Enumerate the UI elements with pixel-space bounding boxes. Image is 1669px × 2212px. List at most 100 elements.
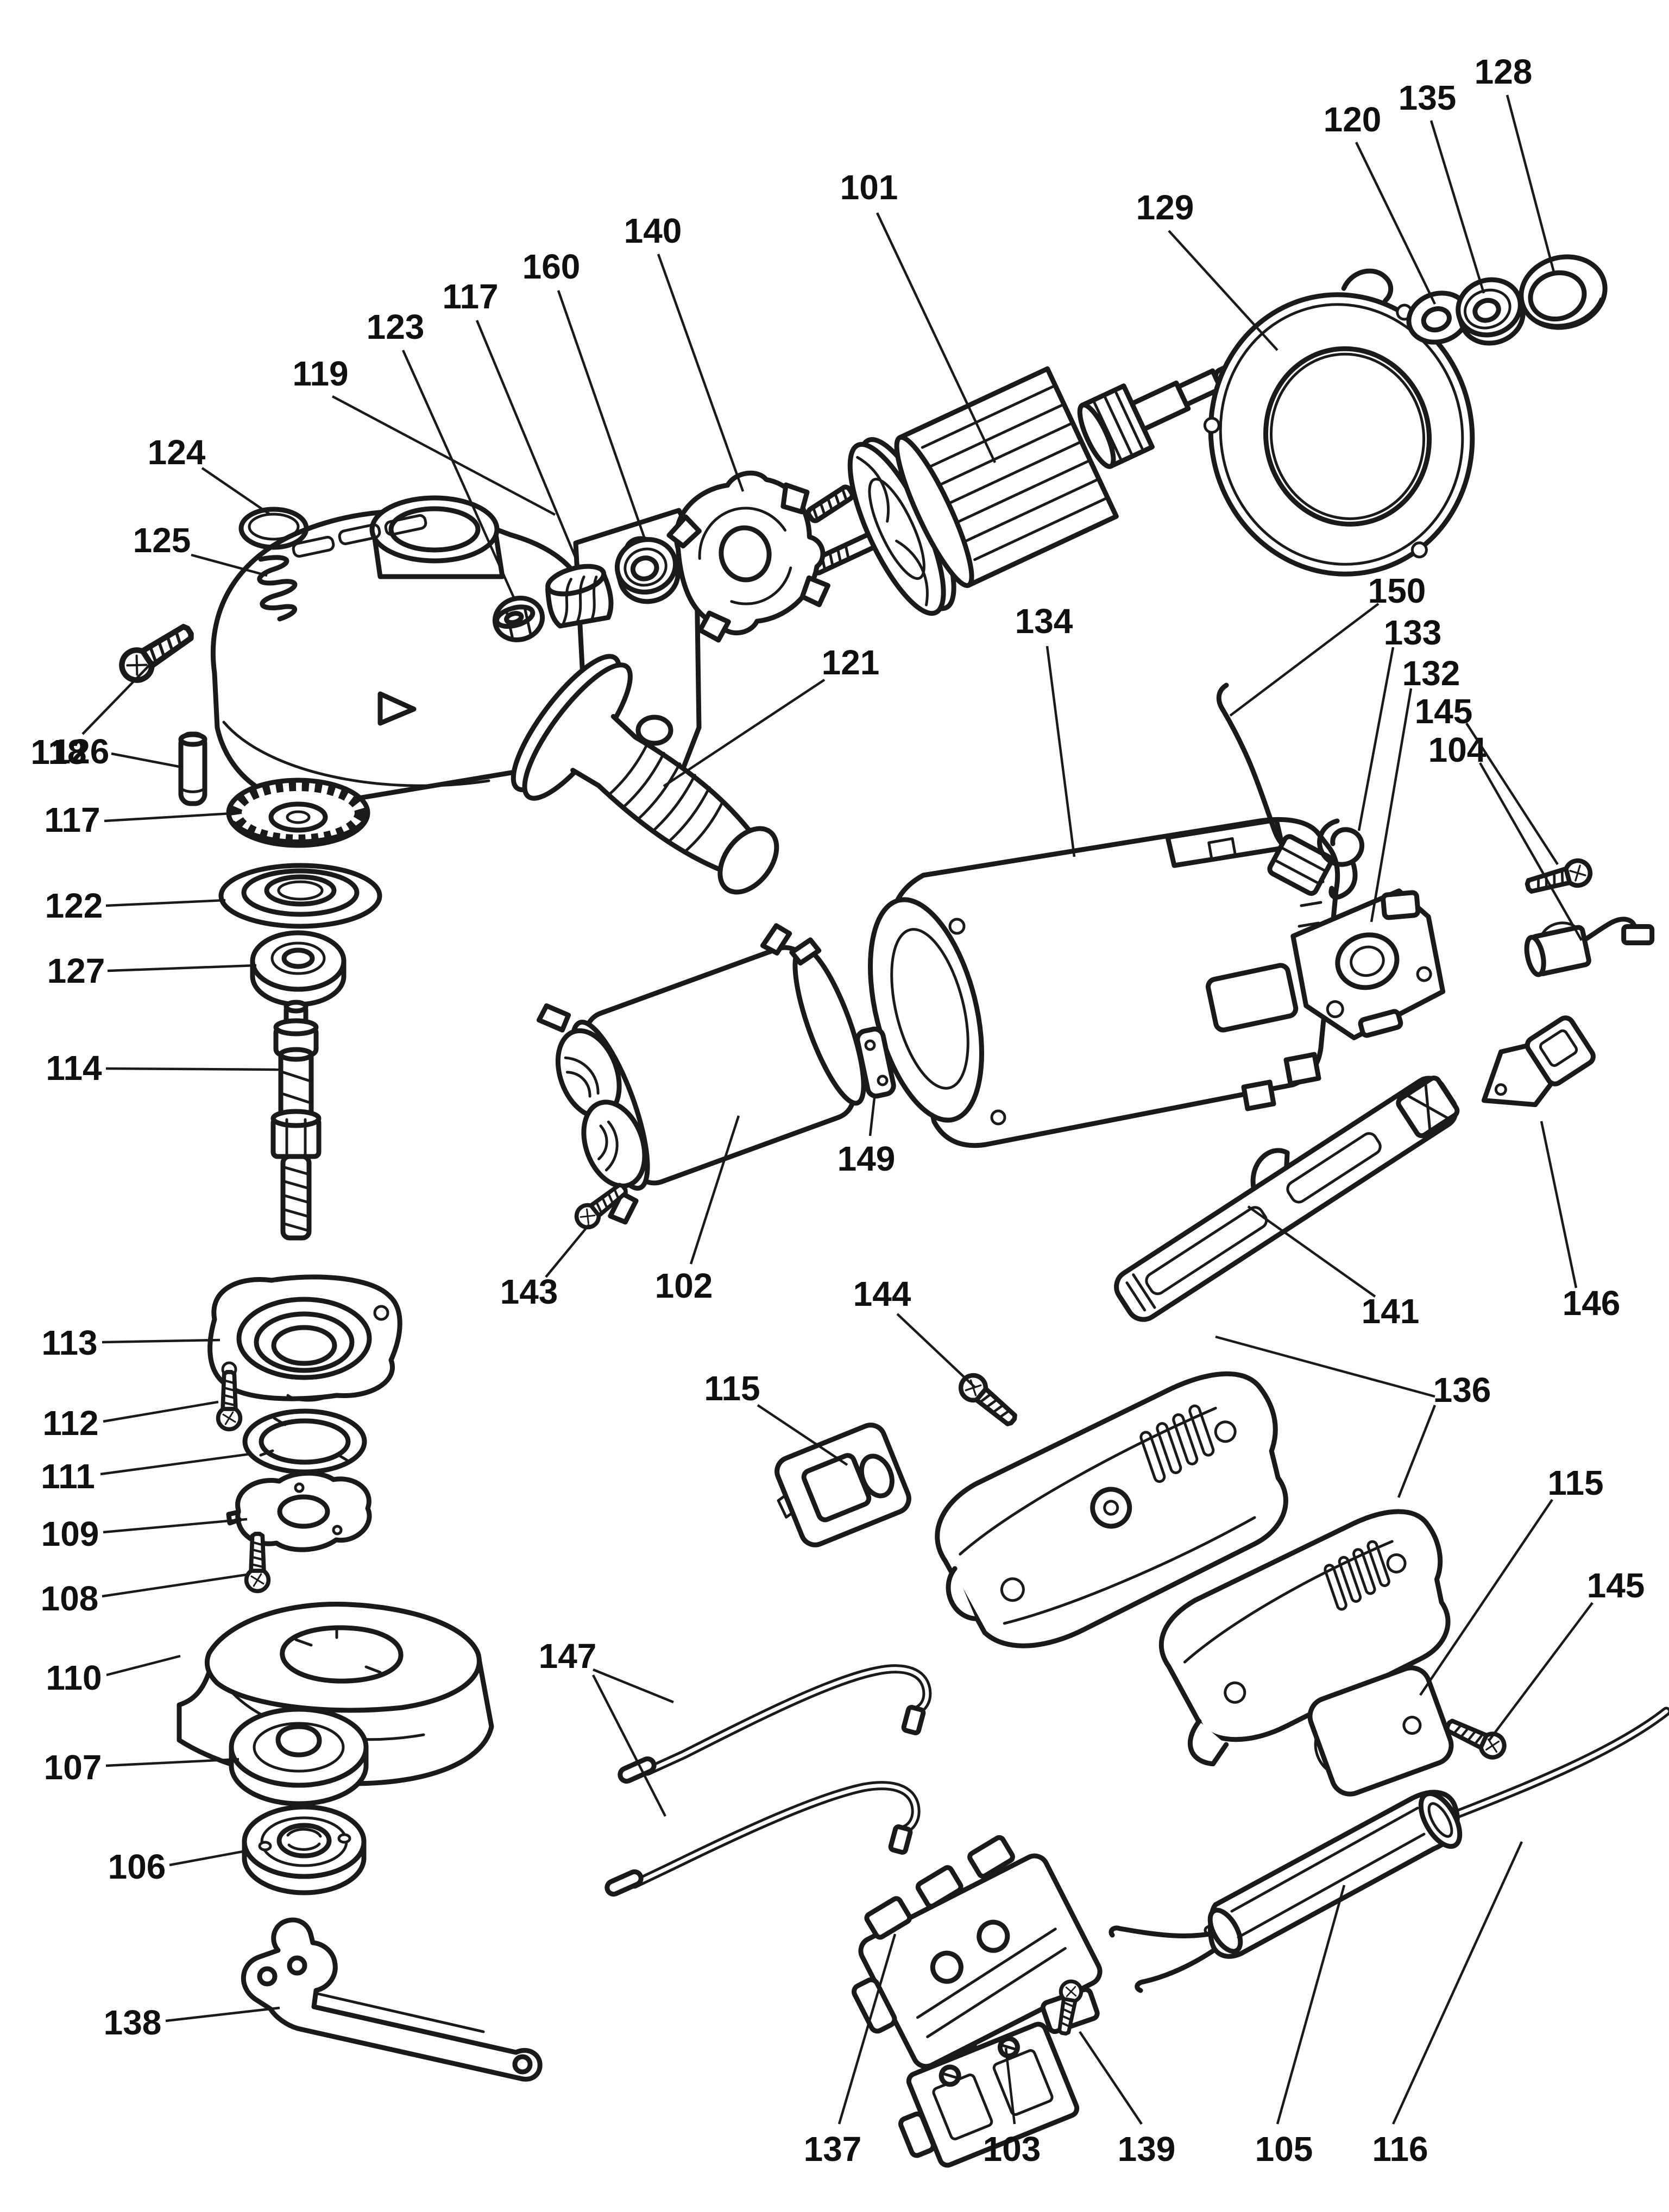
motor-housing-drawing bbox=[868, 817, 1340, 1148]
part-label-150-48: 150 bbox=[1368, 571, 1426, 610]
part-label-160-49: 160 bbox=[522, 247, 581, 286]
part-label-146-45: 146 bbox=[1563, 1284, 1621, 1323]
leader-line-lead-wires bbox=[593, 1668, 674, 1704]
part-label-140-39: 140 bbox=[624, 211, 682, 250]
brush-holder-drawing bbox=[1290, 888, 1446, 1040]
part-label-103-2: 103 bbox=[983, 2129, 1041, 2169]
leader-line-screw-143 bbox=[545, 1223, 590, 1278]
part-label-133-32: 133 bbox=[1384, 613, 1442, 652]
part-label-126-27: 126 bbox=[52, 732, 110, 771]
leader-line-screw-108 bbox=[102, 1573, 248, 1598]
part-label-145-43: 145 bbox=[1415, 692, 1473, 731]
leader-line-spring bbox=[191, 553, 268, 577]
part-label-120-21: 120 bbox=[1324, 100, 1382, 139]
part-label-121-22: 121 bbox=[822, 643, 880, 682]
hex-nut-drawing bbox=[492, 596, 545, 642]
part-label-116-16: 116 bbox=[1372, 2129, 1428, 2169]
bearing-retainer-drawing bbox=[207, 1274, 402, 1402]
leader-line-clip bbox=[1357, 647, 1395, 831]
leader-line-wheel-guard bbox=[106, 1654, 181, 1677]
part-label-136-35: 136 bbox=[1433, 1370, 1491, 1410]
part-label-117-18: 117 bbox=[44, 800, 100, 839]
leader-line-retaining-ring bbox=[100, 1452, 250, 1476]
ball-bearing-135-drawing bbox=[1456, 277, 1526, 346]
part-label-115-14: 115 bbox=[704, 1369, 760, 1408]
clamp-nut-drawing bbox=[242, 1804, 367, 1895]
spindle-drawing bbox=[270, 1000, 322, 1241]
part-label-115-15: 115 bbox=[1547, 1463, 1603, 1502]
leader-line-dished-washer bbox=[105, 899, 226, 907]
leader-line-ball-bearing-135 bbox=[1429, 120, 1485, 294]
labels-layer: 1011021031041051061071081091101111121131… bbox=[30, 52, 1645, 2169]
carbon-brush-drawing bbox=[1524, 917, 1655, 977]
leader-line-pinion-gear bbox=[475, 320, 580, 565]
part-label-104-3: 104 bbox=[1428, 730, 1487, 769]
leader-line-screw-145-lower bbox=[1488, 1602, 1594, 1741]
row-bearing-drawing bbox=[614, 537, 681, 604]
pin-wrench-drawing bbox=[241, 1917, 543, 2082]
part-label-117-17: 117 bbox=[442, 277, 498, 316]
handle-shell-upper-drawing bbox=[935, 1371, 1288, 1648]
part-label-105-4: 105 bbox=[1255, 2129, 1313, 2169]
slide-knob-drawing bbox=[1481, 1015, 1596, 1108]
side-handle-drawing bbox=[511, 654, 779, 895]
bevel-gear-drawing bbox=[226, 778, 370, 848]
leader-line-power-cord bbox=[1391, 1841, 1523, 2125]
clip-drawing bbox=[1317, 818, 1365, 900]
leader-line-flat-washer bbox=[1355, 142, 1437, 305]
part-label-141-40: 141 bbox=[1362, 1292, 1420, 1331]
part-label-143-41: 143 bbox=[500, 1272, 558, 1311]
leader-line-handle-housing-halves bbox=[1397, 1405, 1437, 1498]
pin-drawing bbox=[178, 731, 207, 806]
part-label-110-9: 110 bbox=[46, 1658, 102, 1697]
part-label-101-0: 101 bbox=[840, 168, 898, 207]
part-label-102-1: 102 bbox=[655, 1266, 713, 1305]
part-label-113-12: 113 bbox=[41, 1323, 97, 1362]
part-label-123-24: 123 bbox=[367, 307, 425, 346]
leader-line-bearing-housing bbox=[1168, 230, 1278, 351]
leader-line-cord-guard bbox=[1276, 1885, 1346, 2125]
screw-118-drawing bbox=[116, 618, 198, 686]
brush-cover-right-drawing bbox=[1307, 1665, 1454, 1797]
part-label-111-10: 111 bbox=[41, 1457, 95, 1496]
part-label-112-11: 112 bbox=[42, 1404, 98, 1443]
lock-plate-drawing bbox=[226, 1470, 372, 1552]
part-label-128-29: 128 bbox=[1475, 52, 1533, 91]
part-label-118-19: 118 bbox=[30, 732, 86, 772]
leader-line-o-ring bbox=[201, 467, 272, 516]
leader-line-screw-139 bbox=[1079, 2031, 1143, 2125]
part-label-144-42: 144 bbox=[853, 1274, 911, 1313]
spring-drawing bbox=[257, 555, 298, 622]
leader-line-armature-assembly bbox=[876, 212, 997, 463]
threaded-stud bbox=[806, 484, 855, 523]
switch-slider-drawing bbox=[1114, 1075, 1460, 1322]
leader-line-brush-cover-right bbox=[1419, 1499, 1553, 1696]
leader-line-gear-housing bbox=[331, 395, 556, 516]
leader-line-hex-nut bbox=[401, 350, 517, 601]
leader-line-bearing-retainer bbox=[102, 1338, 221, 1344]
leader-line-pin bbox=[111, 752, 180, 768]
dished-washer-drawing bbox=[218, 863, 382, 929]
leader-line-field-stator bbox=[689, 1115, 740, 1265]
leader-line-screw-118 bbox=[81, 660, 154, 735]
leader-line-sleeve-bearing bbox=[557, 290, 647, 541]
retaining-ring-drawing bbox=[242, 1408, 367, 1475]
brush-cover-left-drawing bbox=[774, 1423, 911, 1547]
part-label-127-28: 127 bbox=[47, 951, 105, 990]
outer-flange-drawing bbox=[229, 1707, 369, 1806]
leader-line-lead-wires bbox=[591, 1674, 667, 1817]
part-label-129-30: 129 bbox=[1136, 188, 1194, 227]
leader-line-screw-112 bbox=[103, 1400, 219, 1423]
lead-wire-connector-drawing bbox=[1216, 682, 1333, 896]
part-label-135-34: 135 bbox=[1399, 78, 1457, 117]
screw-145-lower-drawing bbox=[1443, 1714, 1508, 1761]
leader-line-side-handle bbox=[663, 679, 826, 787]
handle-shell-lower-drawing bbox=[1158, 1509, 1451, 1767]
part-label-114-13: 114 bbox=[46, 1048, 102, 1088]
part-label-149-47: 149 bbox=[837, 1139, 896, 1178]
lead-wires-drawing bbox=[604, 1664, 932, 1897]
part-label-147-46: 147 bbox=[539, 1636, 597, 1676]
leader-line-spindle bbox=[105, 1067, 282, 1071]
ball-bearing-127-drawing bbox=[250, 930, 347, 1007]
